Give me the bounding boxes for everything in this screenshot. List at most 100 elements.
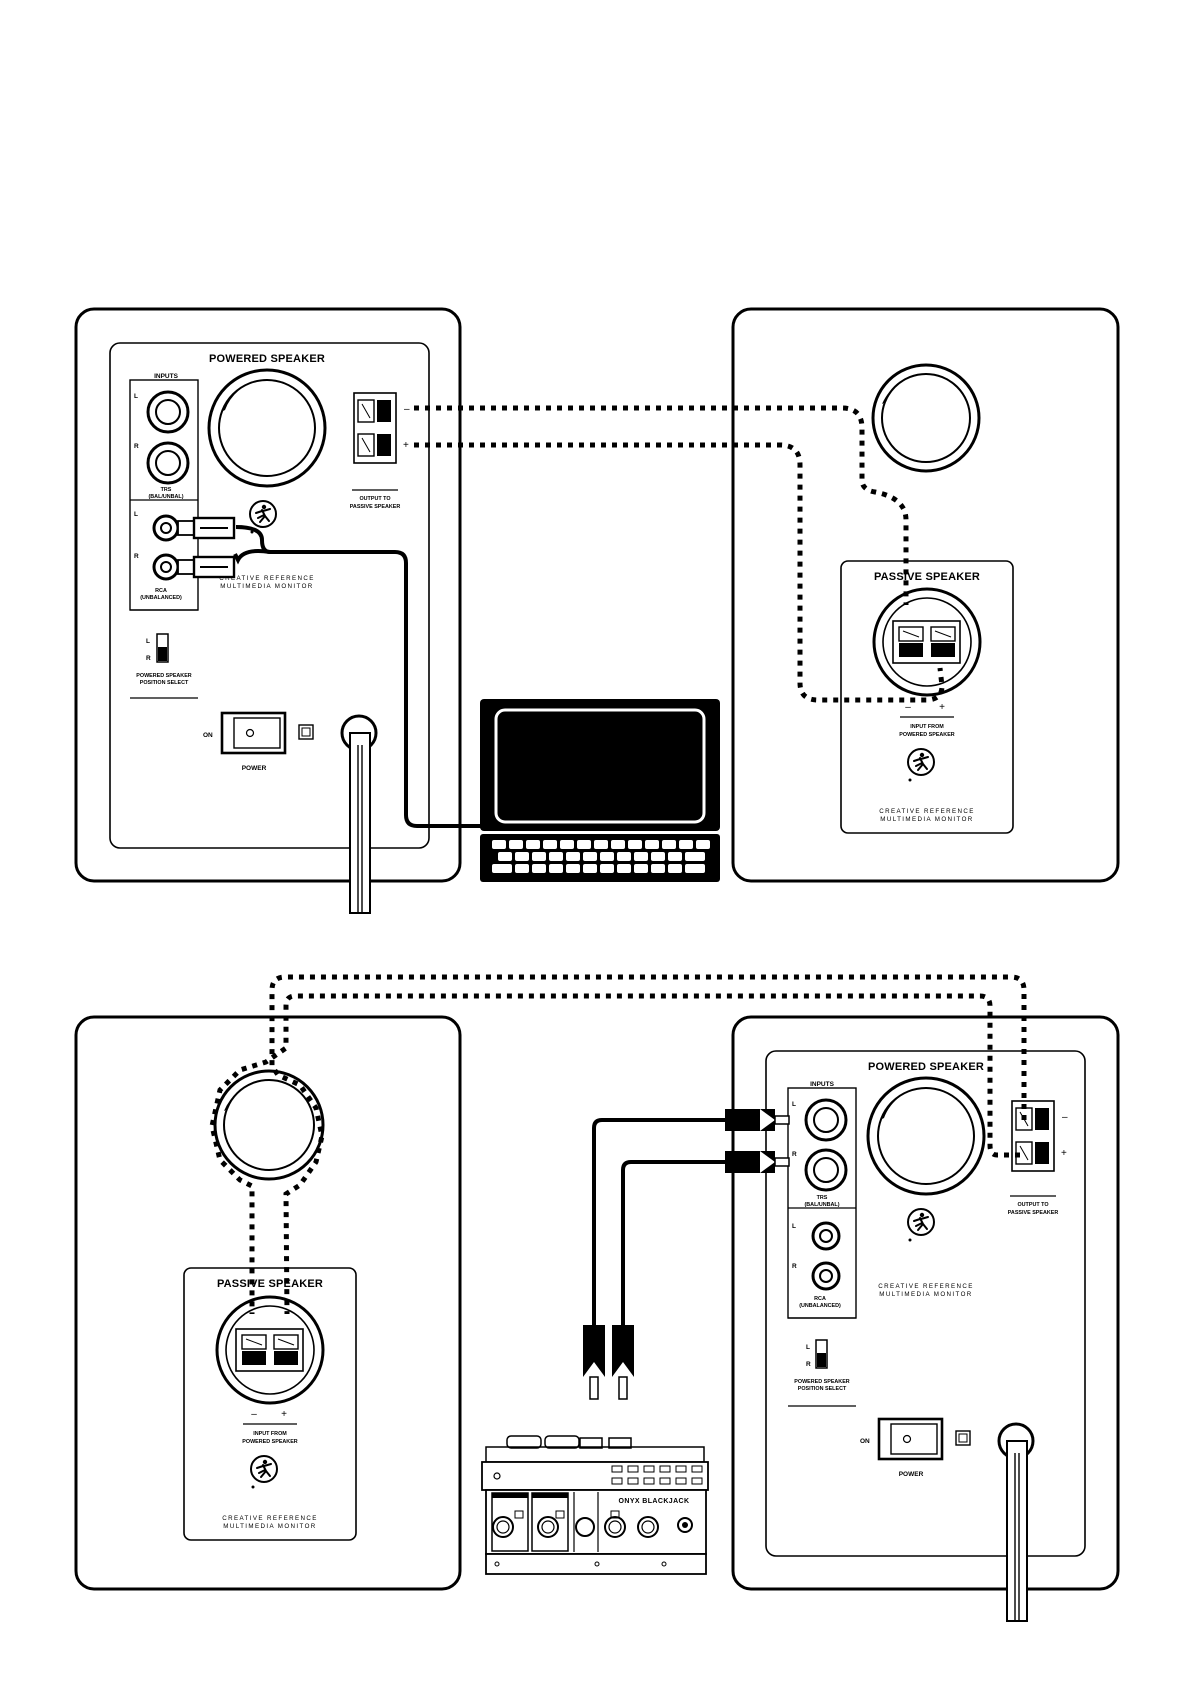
rca-jack-left xyxy=(811,1221,841,1251)
power-indicator-inner xyxy=(958,1433,968,1443)
position-select-label: POWERED SPEAKER xyxy=(794,1379,850,1385)
passive-terminal-plus xyxy=(273,1334,299,1350)
brand-line-2: MULTIMEDIA MONITOR xyxy=(220,583,313,590)
rca-sublabel: (UNBALANCED) xyxy=(799,1303,841,1309)
passive-terminal-plus xyxy=(930,626,956,642)
power-label: POWER xyxy=(899,1471,924,1478)
rca-l-label: L xyxy=(792,1223,796,1230)
passive-minus-label: – xyxy=(251,1409,257,1420)
passive-plus-label: + xyxy=(281,1409,287,1420)
rca-jack-left-pin xyxy=(819,1229,833,1243)
passive-input-sublabel: POWERED SPEAKER xyxy=(899,732,955,738)
inputs-label: INPUTS xyxy=(810,1081,835,1088)
powered-speaker-panel xyxy=(765,1050,1086,1557)
passive-input-label: INPUT FROM xyxy=(253,1431,287,1437)
trs-jack-left xyxy=(146,390,190,434)
passive-terminal-cup-inner xyxy=(882,597,972,687)
passive-terminal-block xyxy=(892,620,961,664)
logo-dot xyxy=(250,530,254,534)
output-terminal-plus-fill xyxy=(377,434,391,456)
passive-terminal-cup-inner xyxy=(225,1305,315,1395)
passive-speaker-cabinet xyxy=(74,1015,462,1591)
passive-terminal-plus-base xyxy=(274,1351,298,1365)
mixer-icon: ONYX BLACKJACK xyxy=(481,1435,709,1575)
passive-brand-line-1: CREATIVE REFERENCE xyxy=(879,808,975,815)
trs-label: TRS xyxy=(817,1195,828,1201)
output-terminal-tab xyxy=(361,437,371,453)
power-switch-dot xyxy=(245,728,255,738)
rca-label: RCA xyxy=(814,1296,826,1302)
switch-l-label: L xyxy=(146,638,150,645)
running-man-logo-icon xyxy=(249,500,277,528)
passive-terminal-cup xyxy=(872,587,982,697)
trs-label: TRS xyxy=(161,487,172,493)
brand-line-1: CREATIVE REFERENCE xyxy=(219,575,315,582)
power-indicator xyxy=(955,1430,971,1446)
position-select-sublabel: POSITION SELECT xyxy=(798,1386,847,1392)
output-terminal-plus-fill xyxy=(1035,1142,1049,1164)
output-terminal-tab xyxy=(1019,1145,1029,1161)
passive-speaker-title: PASSIVE SPEAKER xyxy=(874,571,980,583)
position-select-sublabel: POSITION SELECT xyxy=(140,680,189,686)
powered-speaker-title: POWERED SPEAKER xyxy=(868,1061,984,1073)
power-cable-icon xyxy=(349,732,371,914)
trs-jack-left-inner xyxy=(155,399,181,425)
rca-jack-right xyxy=(152,553,180,581)
switch-l-label: L xyxy=(806,1344,810,1351)
rca-jack-right-pin xyxy=(819,1269,833,1283)
output-minus-label: – xyxy=(1062,1112,1068,1123)
position-select-knob xyxy=(158,647,167,661)
passive-brand-line-2: MULTIMEDIA MONITOR xyxy=(880,816,973,823)
trs-plug-mixer-left xyxy=(583,1325,605,1400)
output-terminal-minus-fill xyxy=(1035,1108,1049,1130)
power-switch-dot xyxy=(902,1434,912,1444)
logo-dot xyxy=(908,778,912,782)
passive-woofer xyxy=(871,363,981,473)
output-minus-label: – xyxy=(404,404,410,415)
output-terminal-tab xyxy=(361,403,371,419)
output-terminal-block xyxy=(353,392,397,464)
passive-input-sublabel: POWERED SPEAKER xyxy=(242,1439,298,1445)
output-terminal-plus xyxy=(357,433,375,457)
rca-cable-join xyxy=(235,525,271,554)
power-switch-rocker xyxy=(233,717,281,749)
passive-plus-label: + xyxy=(939,702,945,713)
power-switch-icon xyxy=(220,711,287,755)
trs-sublabel: (BAL/UNBAL) xyxy=(148,494,183,500)
passive-terminal-minus-base xyxy=(899,643,923,657)
passive-terminal-minus-base xyxy=(242,1351,266,1365)
position-select-switch xyxy=(815,1339,828,1369)
power-cable-icon xyxy=(1006,1440,1028,1622)
position-select-label: POWERED SPEAKER xyxy=(136,673,192,679)
running-man-logo-icon xyxy=(907,1208,935,1236)
trs-l-label: L xyxy=(792,1101,796,1108)
passive-terminal-minus xyxy=(898,626,924,642)
output-plus-label: + xyxy=(403,440,409,451)
rca-jack-right xyxy=(811,1261,841,1291)
power-switch-rocker xyxy=(890,1423,938,1455)
switch-r-label: R xyxy=(146,655,151,662)
logo-dot xyxy=(908,1238,912,1242)
inputs-label: INPUTS xyxy=(154,373,179,380)
trs-jack-left-inner xyxy=(813,1107,839,1133)
power-indicator xyxy=(298,724,314,740)
rca-r-label: R xyxy=(134,553,139,560)
powered-woofer xyxy=(207,368,327,488)
output-plus-label: + xyxy=(1061,1148,1067,1159)
speaker-wire-minus xyxy=(269,974,1027,1315)
rca-label: RCA xyxy=(155,588,167,594)
powered-speaker-panel xyxy=(109,342,430,849)
passive-input-label: INPUT FROM xyxy=(910,724,944,730)
output-terminal-minus xyxy=(357,399,375,423)
trs-cable-left xyxy=(592,1118,735,1325)
trs-r-label: R xyxy=(792,1151,797,1158)
trs-jack-left xyxy=(804,1098,848,1142)
passive-terminal-plus-base xyxy=(931,643,955,657)
trs-plug-left xyxy=(725,1109,790,1131)
laptop-icon xyxy=(480,699,720,882)
trs-jack-right-inner xyxy=(155,450,181,476)
running-man-logo-icon xyxy=(250,1455,278,1483)
passive-terminal-tab xyxy=(245,1338,263,1346)
passive-woofer-shade xyxy=(882,374,918,404)
on-label: ON xyxy=(203,732,213,739)
